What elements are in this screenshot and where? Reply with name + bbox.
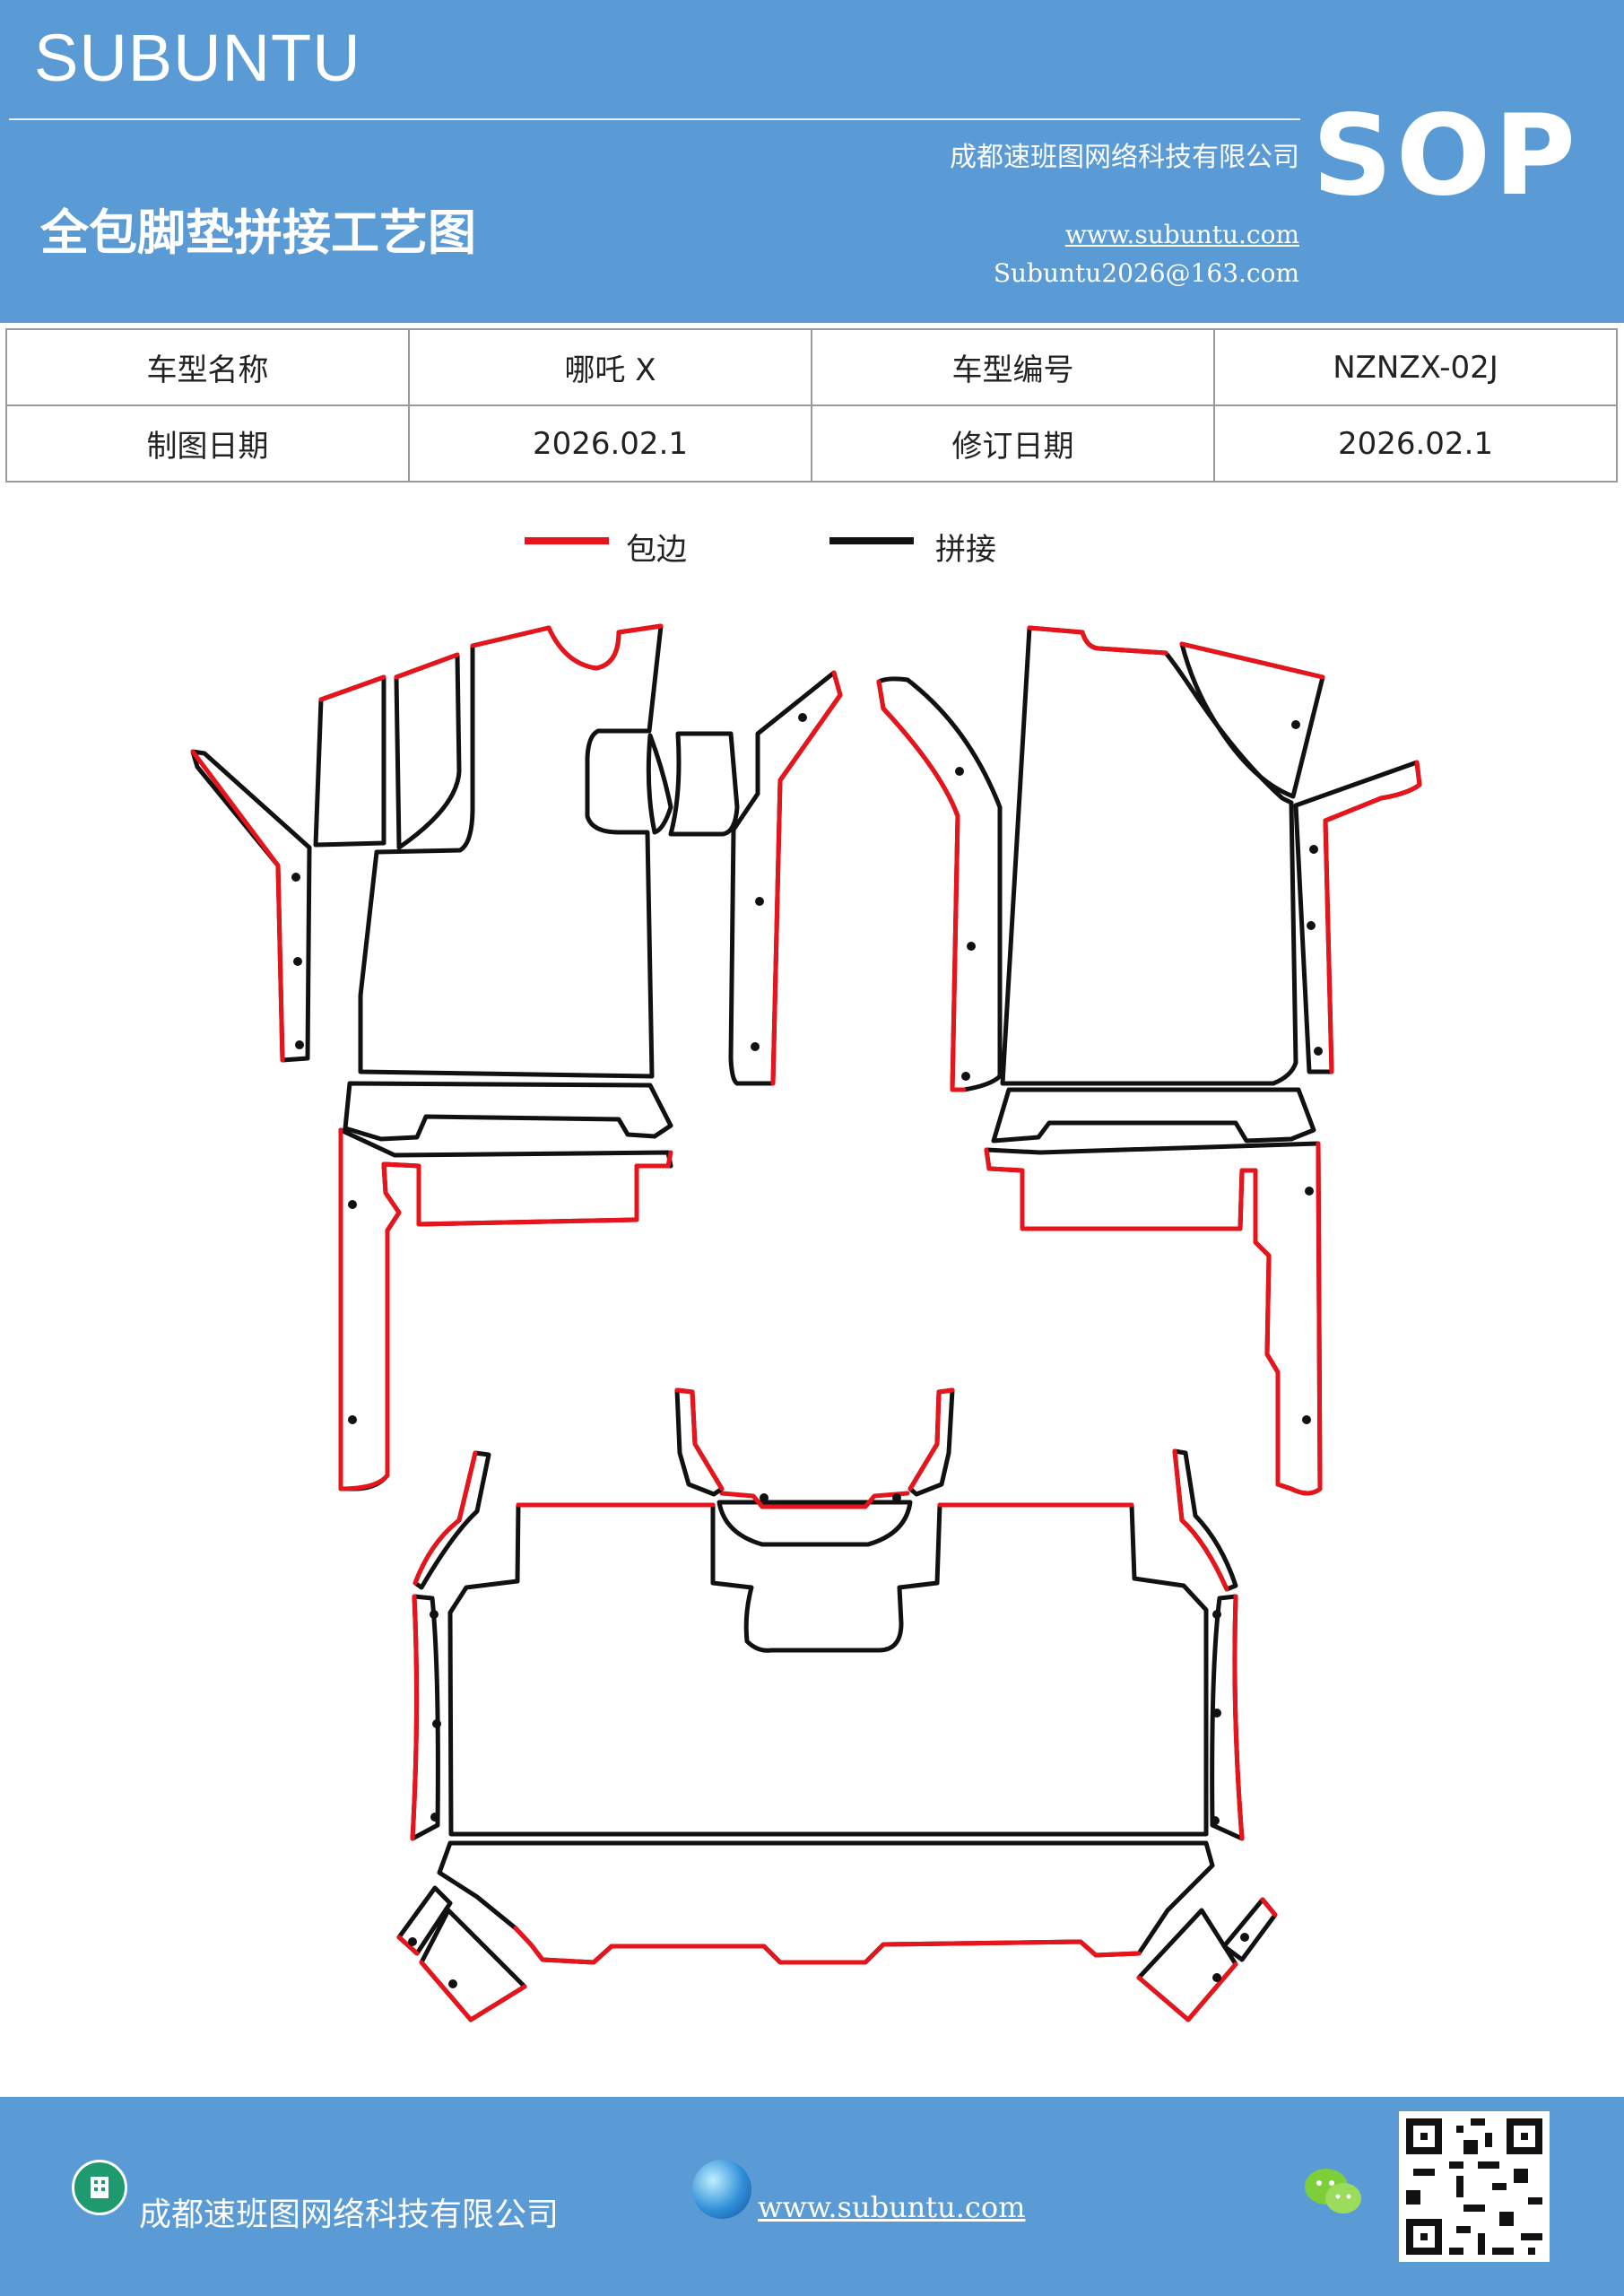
model-code-value: NZNZX-02J — [1213, 328, 1618, 406]
mat-piece-rear-side-r-edge — [1232, 1594, 1245, 1841]
mat-piece-fr-lower-r-edge — [984, 1141, 1323, 1496]
footer-website-link[interactable]: www.subuntu.com — [758, 2190, 1026, 2224]
mat-piece-fl-heel-bar — [343, 1081, 673, 1142]
mat-piece-fl-tunnel-b — [668, 731, 740, 837]
mat-piece-rear-center-tab-edge — [719, 1491, 910, 1509]
website-link[interactable]: www.subuntu.com — [1064, 220, 1299, 249]
mat-piece-fl-main-edge — [470, 623, 664, 671]
model-code-label: 车型编号 — [811, 328, 1215, 406]
footer-company-name: 成都速班图网络科技有限公司 — [139, 2196, 560, 2233]
company-name: 成都速班图网络科技有限公司 — [950, 142, 1299, 173]
footer-banner: 成都速班图网络科技有限公司 www.subuntu.com — [0, 2097, 1624, 2296]
model-name-label: 车型名称 — [5, 328, 410, 406]
mat-piece-rear-main — [447, 1502, 1209, 1837]
email-address: Subuntu2026@163.com — [993, 258, 1299, 288]
mat-piece-rear-center-tab — [716, 1500, 913, 1547]
mat-piece-fr-left-strip-edge — [876, 679, 967, 1092]
mat-piece-rear-top-r-edge — [908, 1387, 955, 1492]
floor-mat-diagram — [190, 623, 1422, 2022]
revision-date-label: 修订日期 — [811, 404, 1215, 483]
mat-piece-fr-main-edge — [1027, 625, 1168, 656]
draw-date-value: 2026.02.1 — [408, 404, 812, 483]
mat-piece-rear-bottom — [437, 1840, 1215, 1965]
mat-piece-fl-side-strip-edge — [190, 749, 285, 1063]
draw-date-label: 制图日期 — [5, 404, 410, 483]
mat-piece-rear-side-l-top-edge — [413, 1450, 478, 1586]
mat-piece-fr-insert — [1179, 641, 1325, 799]
table-row: 车型名称 哪吒 X 车型编号 NZNZX-02J — [5, 328, 1618, 406]
legend-edge-label: 包边 — [626, 532, 687, 568]
mat-piece-rear-corner-r-edge — [1136, 1897, 1278, 2022]
brand-logo-text: SUBUNTU — [34, 21, 361, 95]
fastener-dots — [291, 713, 1323, 1988]
mat-piece-fl-main — [358, 623, 664, 1079]
mat-piece-fl-insert-2-edge — [394, 652, 460, 680]
mat-piece-rear-corner-l-edge — [396, 1935, 527, 2022]
legend-edge-line — [525, 537, 609, 544]
mat-piece-fl-side-strip — [190, 749, 312, 1063]
mat-piece-fr-insert-edge — [1179, 641, 1325, 680]
mat-piece-fl-insert-2 — [394, 652, 462, 850]
header-banner: SUBUNTU 成都速班图网络科技有限公司 全包脚垫拼接工艺图 www.subu… — [0, 0, 1624, 323]
revision-date-value: 2026.02.1 — [1213, 404, 1618, 483]
mat-piece-fr-left-strip — [876, 676, 1003, 1092]
mat-piece-rear-side-l-top — [413, 1450, 491, 1590]
mat-piece-fr-main — [1000, 625, 1298, 1086]
qr-code-icon — [1399, 2111, 1550, 2262]
header-divider — [9, 118, 1300, 120]
mat-piece-fl-tunnel-a — [646, 733, 673, 835]
legend: 包边 拼接 — [0, 525, 1624, 570]
globe-icon — [692, 2160, 751, 2219]
mat-piece-fl-right-strip-edge — [770, 670, 843, 1086]
model-name-value: 哪吒 X — [408, 328, 812, 406]
legend-seam-label: 拼接 — [935, 532, 996, 568]
mat-piece-fl-insert-1 — [313, 674, 386, 848]
building-icon — [72, 2160, 127, 2215]
mat-piece-rear-top-l-edge — [674, 1387, 725, 1492]
mat-piece-fr-side-strip-edge — [1323, 760, 1422, 1074]
mat-piece-fl-insert-1-edge — [318, 674, 386, 702]
mat-piece-fr-heel-bar — [991, 1087, 1316, 1144]
wechat-icon — [1305, 2169, 1361, 2213]
mat-piece-fl-lower-l-edge — [338, 1127, 673, 1492]
mat-piece-fl-right-strip — [728, 670, 843, 1086]
mat-piece-rear-bottom-edge — [513, 1926, 1142, 1965]
vehicle-info-table: 车型名称 哪吒 X 车型编号 NZNZX-02J 制图日期 2026.02.1 … — [5, 328, 1618, 483]
mat-piece-fl-lower-l — [338, 1127, 673, 1492]
mat-piece-rear-side-r-top-edge — [1172, 1448, 1229, 1592]
building-icon-glyph — [91, 2177, 109, 2198]
mat-piece-rear-side-l-edge — [410, 1594, 420, 1841]
document-title: 全包脚垫拼接工艺图 — [40, 204, 476, 261]
sop-label: SOP — [1312, 91, 1579, 221]
table-row: 制图日期 2026.02.1 修订日期 2026.02.1 — [5, 404, 1618, 483]
legend-seam-line — [829, 537, 914, 544]
mat-piece-rear-corner-r — [1136, 1897, 1278, 2022]
